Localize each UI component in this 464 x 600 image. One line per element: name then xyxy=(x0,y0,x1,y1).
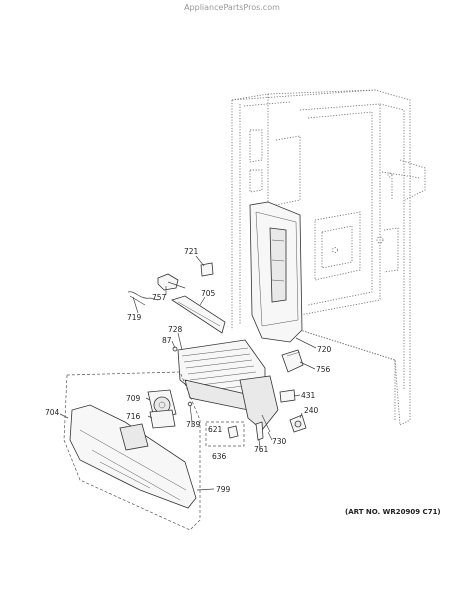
callout-87: 87 xyxy=(162,336,172,345)
callout-739: 739 xyxy=(186,420,201,429)
callout-719: 719 xyxy=(127,313,142,322)
callout-730: 730 xyxy=(272,437,287,446)
callout-728: 728 xyxy=(168,325,183,334)
part-756 xyxy=(281,349,304,373)
part-757-harness xyxy=(157,273,186,291)
callout-756: 756 xyxy=(316,365,331,374)
callout-704: 704 xyxy=(45,408,60,417)
part-761 xyxy=(255,421,264,441)
callout-240: 240 xyxy=(304,406,319,415)
part-730 xyxy=(261,414,271,433)
screw-87 xyxy=(172,346,178,352)
callout-716: 716 xyxy=(126,412,141,421)
callout-621: 621 xyxy=(208,425,223,434)
part-739 xyxy=(187,401,193,423)
callout-799: 799 xyxy=(216,485,231,494)
callout-431: 431 xyxy=(301,391,316,400)
refrigerator-cabinet xyxy=(231,89,426,426)
callout-721: 721 xyxy=(184,247,199,256)
leader-lines xyxy=(59,255,317,491)
inset-621 xyxy=(205,421,245,447)
art-number: (ART NO. WR20909 C71) xyxy=(345,508,441,516)
evaporator-cover-part xyxy=(249,201,303,343)
callout-705: 705 xyxy=(201,289,216,298)
callout-709: 709 xyxy=(126,394,141,403)
part-240 xyxy=(289,414,307,433)
callout-636: 636 xyxy=(212,452,227,461)
callout-720: 720 xyxy=(317,345,332,354)
part-431 xyxy=(279,389,296,403)
watermark-text: AppliancePartsPros.com xyxy=(184,3,280,12)
callout-757: 757 xyxy=(152,293,167,302)
evaporator-coil xyxy=(177,339,279,431)
fan-assembly-group xyxy=(63,371,201,531)
part-719 xyxy=(127,291,159,306)
callout-761: 761 xyxy=(254,445,269,454)
callout-labels: 721 757 705 719 728 87 720 756 431 240 7… xyxy=(45,247,332,494)
part-721 xyxy=(200,262,214,277)
part-705 xyxy=(171,295,226,334)
